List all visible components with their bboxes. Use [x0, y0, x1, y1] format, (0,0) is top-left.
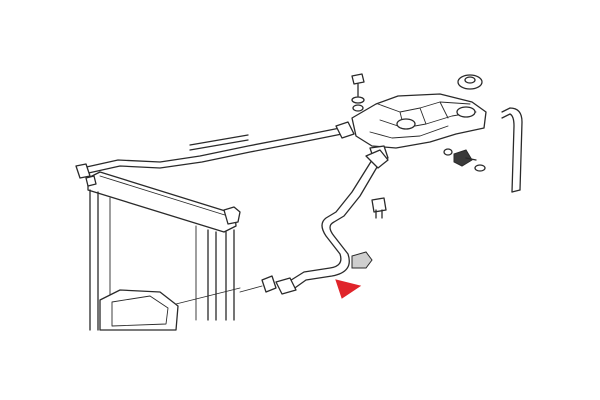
- sensor-washer: [474, 164, 486, 172]
- expansion-tank: [351, 93, 487, 161]
- washer-icon: [351, 96, 365, 104]
- mounting-bolt: [351, 73, 365, 112]
- vent-line-tank-fitting: [335, 121, 355, 139]
- vent-line: [75, 121, 355, 187]
- radiator-mount-line: [175, 287, 241, 305]
- sensor-washer: [443, 148, 453, 156]
- vent-line-upper: [81, 127, 341, 169]
- radiator-filler-neck: [223, 206, 241, 225]
- grommet-body: [351, 251, 373, 269]
- expansion-tank-ridge: [369, 125, 449, 139]
- sensor-lead: [465, 157, 477, 161]
- hose-grommet: [351, 251, 373, 269]
- bleed-screw: [371, 197, 387, 219]
- coolant-hose-outer: [287, 159, 373, 283]
- coolant-hose-lower-fitting: [275, 277, 297, 295]
- expansion-tank-body: [351, 93, 487, 149]
- vent-line-lower: [83, 133, 343, 175]
- sensor-body: [453, 149, 473, 167]
- overflow-hose-outer: [501, 107, 523, 191]
- pointer-arrow-icon: [335, 279, 362, 299]
- washer-icon: [352, 104, 364, 112]
- tank-cap: [457, 74, 483, 90]
- coolant-hose-inner: [291, 161, 381, 291]
- vent-pipe-segment-top: [189, 134, 249, 146]
- hose-clamp-leader: [239, 285, 263, 293]
- overflow-hose-inner: [501, 113, 515, 193]
- expansion-tank-filler: [396, 118, 416, 130]
- vent-pipe-segment: [189, 139, 249, 151]
- radiator-bottom-tank: [99, 289, 179, 331]
- bleed-screw-head: [371, 197, 387, 213]
- level-sensor: [443, 148, 486, 172]
- expansion-tank-port: [456, 106, 476, 118]
- coolant-hose-upper-fitting: [365, 149, 389, 169]
- radiator: [87, 171, 241, 331]
- hose-clamp: [239, 275, 277, 293]
- hose-clamp-body: [261, 275, 277, 293]
- coolant-hose: [275, 149, 389, 295]
- vent-line-clip: [85, 175, 97, 187]
- radiator-top-tank-seam: [99, 175, 229, 217]
- bleed-screw-thread: [375, 209, 383, 219]
- tank-cap-center: [464, 76, 476, 84]
- overflow-hose-end: [511, 189, 521, 193]
- bolt-head: [351, 73, 365, 85]
- radiator-bottom-outlet: [111, 295, 169, 327]
- radiator-top-tank: [87, 171, 237, 233]
- vent-line-end-fitting: [75, 163, 91, 179]
- overflow-hose: [501, 107, 523, 193]
